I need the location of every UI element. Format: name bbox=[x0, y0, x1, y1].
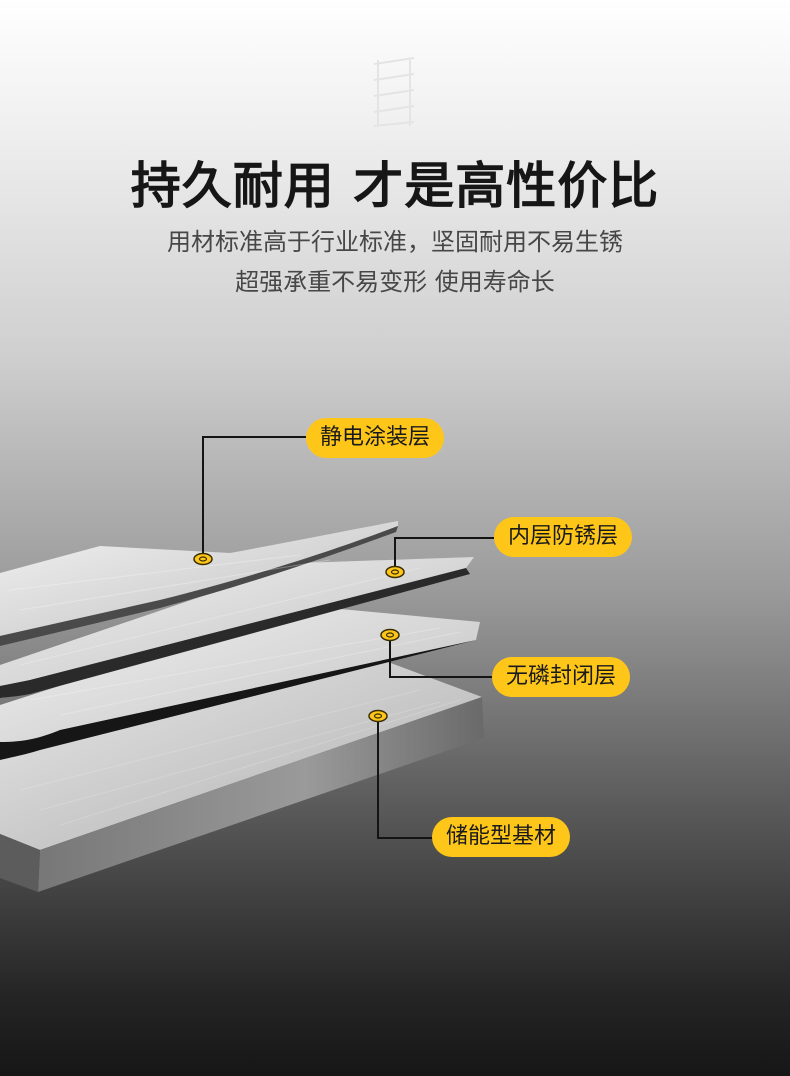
marker-dot-1 bbox=[193, 552, 213, 566]
layer-label-coating: 静电涂装层 bbox=[306, 418, 445, 458]
coating-layer-plate bbox=[0, 521, 398, 646]
callout-line-1 bbox=[202, 436, 306, 558]
marker-dot-3 bbox=[380, 628, 400, 642]
base-plate bbox=[0, 662, 484, 892]
closing-layer-plate bbox=[0, 606, 480, 760]
marker-dots bbox=[193, 552, 405, 723]
layer-label-phosphorus-free-seal: 无磷封闭层 bbox=[492, 657, 631, 697]
callout-line-3 bbox=[389, 636, 492, 678]
shelf-rack-icon bbox=[373, 57, 415, 127]
subtitle-line-1: 用材标准高于行业标准，坚固耐用不易生锈 bbox=[167, 228, 623, 256]
callout-line-4 bbox=[377, 716, 432, 839]
anti-rust-layer-plate bbox=[0, 557, 474, 698]
marker-dot-4 bbox=[368, 709, 388, 723]
page-title: 持久耐用 才是高性价比 bbox=[130, 157, 660, 215]
marker-dot-2 bbox=[385, 565, 405, 579]
layer-label-anti-rust: 内层防锈层 bbox=[494, 517, 633, 557]
layer-label-base-material: 储能型基材 bbox=[432, 817, 571, 857]
subtitle-line-2: 超强承重不易变形 使用寿命长 bbox=[235, 268, 555, 296]
callout-line-2 bbox=[394, 537, 494, 571]
